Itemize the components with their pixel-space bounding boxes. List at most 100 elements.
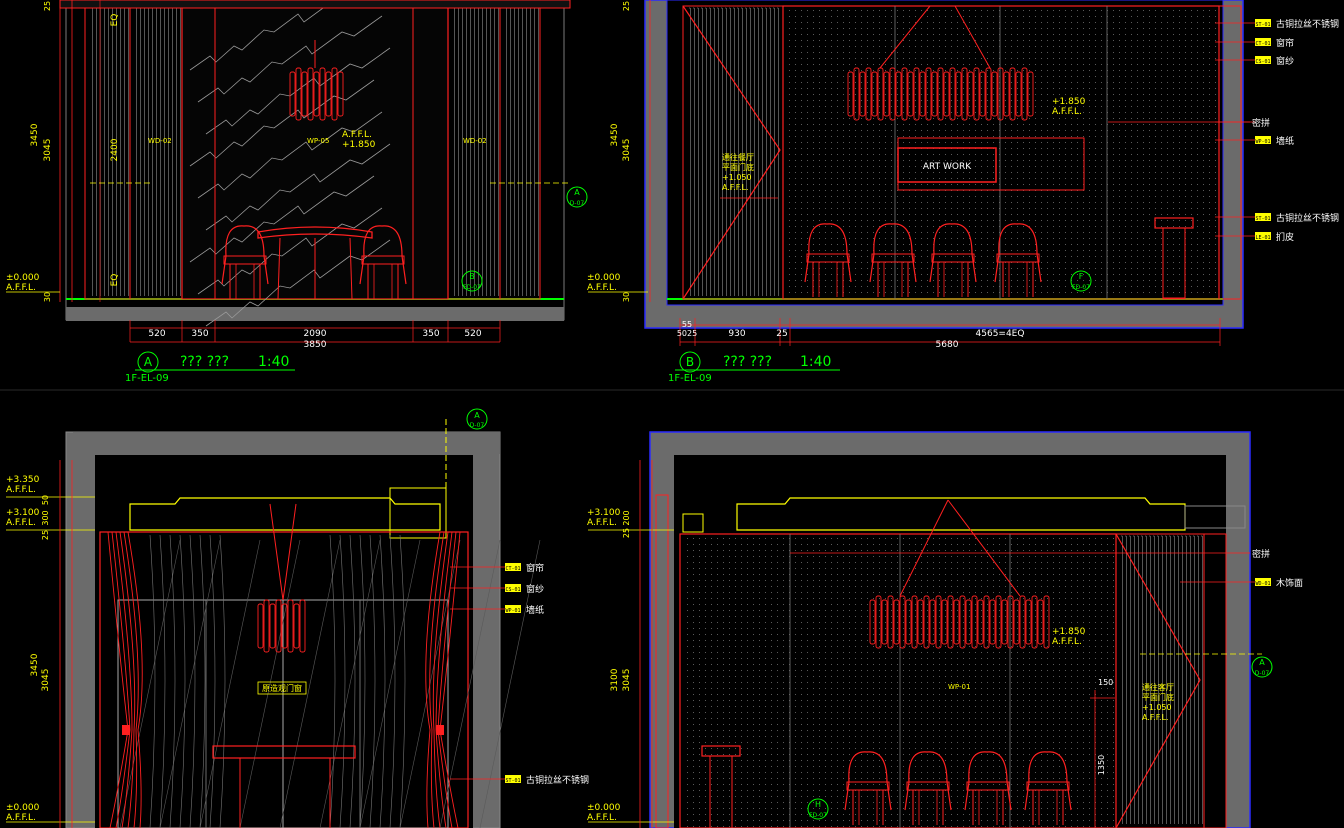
texture-dot	[921, 118, 922, 119]
texture-dot	[957, 172, 958, 173]
table-top	[257, 226, 373, 239]
texture-dot	[1161, 136, 1162, 137]
chandelier-wire	[269, 503, 297, 601]
texture-dot	[987, 580, 988, 581]
texture-dot	[1161, 94, 1162, 95]
texture-dot	[819, 184, 820, 185]
texture-dot	[855, 292, 856, 293]
texture-dot	[1161, 268, 1162, 269]
texture-dot	[1077, 22, 1078, 23]
texture-dot	[903, 16, 904, 17]
texture-dot	[1131, 160, 1132, 161]
texture-dot	[1107, 280, 1108, 281]
texture-dot	[1125, 34, 1126, 35]
texture-dot	[1029, 268, 1030, 269]
texture-dot	[873, 70, 874, 71]
texture-dot	[1023, 16, 1024, 17]
texture-dot	[981, 220, 982, 221]
texture-dot	[1185, 166, 1186, 167]
texture-dot	[981, 88, 982, 89]
texture-dot	[1023, 70, 1024, 71]
texture-dot	[1107, 274, 1108, 275]
texture-dot	[1119, 214, 1120, 215]
texture-dot	[999, 574, 1000, 575]
texture-dot	[1077, 76, 1078, 77]
texture-dot	[867, 598, 868, 599]
texture-dot	[1005, 202, 1006, 203]
texture-dot	[1083, 286, 1084, 287]
texture-dot	[1005, 244, 1006, 245]
texture-dot	[891, 634, 892, 635]
texture-dot	[1077, 82, 1078, 83]
texture-dot	[717, 640, 718, 641]
texture-dot	[1077, 262, 1078, 263]
texture-dot	[1161, 214, 1162, 215]
texture-dot	[699, 568, 700, 569]
texture-dot	[807, 82, 808, 83]
texture-dot	[825, 142, 826, 143]
texture-dot	[1173, 154, 1174, 155]
texture-dot	[1197, 256, 1198, 257]
texture-dot	[765, 586, 766, 587]
texture-dot	[873, 196, 874, 197]
texture-dot	[1197, 238, 1198, 239]
texture-dot	[1011, 10, 1012, 11]
texture-dot	[795, 256, 796, 257]
texture-dot	[999, 100, 1000, 101]
texture-dot	[1143, 178, 1144, 179]
texture-dot	[813, 16, 814, 17]
wood-grain	[733, 7, 735, 296]
texture-dot	[957, 40, 958, 41]
glass-hatch	[159, 539, 221, 828]
texture-dot	[1017, 256, 1018, 257]
texture-dot	[1203, 142, 1204, 143]
texture-dot	[861, 262, 862, 263]
texture-dot	[801, 556, 802, 557]
section-marker	[1184, 505, 1246, 529]
texture-dot	[879, 76, 880, 77]
texture-dot	[873, 184, 874, 185]
texture-dot	[867, 16, 868, 17]
texture-dot	[1101, 94, 1102, 95]
texture-dot	[1089, 562, 1090, 563]
texture-dot	[873, 604, 874, 605]
texture-dot	[1185, 76, 1186, 77]
texture-dot	[921, 604, 922, 605]
texture-dot	[1065, 604, 1066, 605]
texture-dot	[699, 562, 700, 563]
texture-dot	[1155, 208, 1156, 209]
texture-dot	[1011, 562, 1012, 563]
console-table-top	[212, 745, 356, 759]
texture-dot	[1191, 190, 1192, 191]
texture-dot	[1179, 52, 1180, 53]
texture-dot	[849, 136, 850, 137]
texture-dot	[1065, 538, 1066, 539]
texture-dot	[801, 40, 802, 41]
texture-dot	[879, 226, 880, 227]
texture-dot	[897, 550, 898, 551]
texture-dot	[1065, 64, 1066, 65]
glass-hatch	[359, 539, 421, 828]
texture-dot	[993, 568, 994, 569]
texture-dot	[819, 124, 820, 125]
texture-dot	[1011, 220, 1012, 221]
texture-dot	[1113, 550, 1114, 551]
texture-dot	[1029, 544, 1030, 545]
texture-dot	[1101, 106, 1102, 107]
wood-grain	[529, 7, 531, 296]
texture-dot	[855, 46, 856, 47]
texture-dot	[789, 10, 790, 11]
texture-dot	[1005, 550, 1006, 551]
chair-right	[359, 225, 407, 285]
texture-dot	[921, 262, 922, 263]
wood-grain	[179, 7, 181, 296]
texture-dot	[813, 76, 814, 77]
texture-dot	[1017, 538, 1018, 539]
texture-dot	[789, 40, 790, 41]
texture-dot	[951, 112, 952, 113]
texture-dot	[1185, 226, 1186, 227]
texture-dot	[1071, 232, 1072, 233]
texture-dot	[1137, 190, 1138, 191]
texture-dot	[1119, 106, 1120, 107]
